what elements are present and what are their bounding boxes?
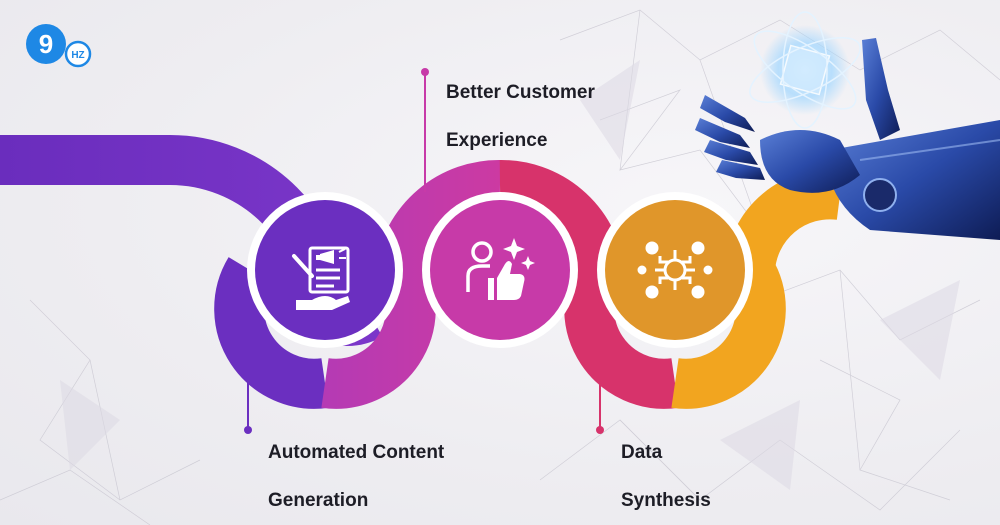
ribbon-crimson-segment [499, 159, 679, 409]
ribbon-amber-segment [671, 169, 844, 409]
logo-suffix-badge [64, 40, 92, 68]
ribbon-magenta-segment [321, 159, 501, 409]
step-node-3 [597, 192, 753, 348]
connector-step-3 [596, 345, 604, 434]
connector-step-1 [244, 345, 252, 434]
step-label-line: Experience [446, 130, 548, 151]
step-label-line: Synthesis [621, 490, 711, 511]
step-label-data-synthesis: Data Synthesis [621, 417, 711, 525]
step-label-line: Better Customer [446, 82, 595, 103]
content-generation-icon [292, 246, 350, 310]
step-label-line: Automated Content [268, 442, 445, 463]
logo-suffix: HZ [71, 50, 84, 61]
ribbon-purple-bottom [214, 257, 329, 409]
brand-logo: 9 HZ [26, 24, 92, 68]
logo-digit: 9 [39, 29, 53, 59]
logo-badge [26, 24, 66, 64]
step-label-line: Data [621, 442, 663, 463]
connector-step-2 [421, 68, 429, 192]
step-node-2 [422, 192, 578, 348]
robot-hand-illustration [695, 11, 1000, 240]
step-label-automated-content-generation: Automated Content Generation [268, 417, 444, 525]
customer-thumbs-up-icon [466, 238, 535, 300]
step-label-better-customer-experience: Better Customer Experience [446, 57, 595, 177]
data-synthesis-icon [637, 241, 713, 299]
step-label-line: Generation [268, 490, 369, 511]
